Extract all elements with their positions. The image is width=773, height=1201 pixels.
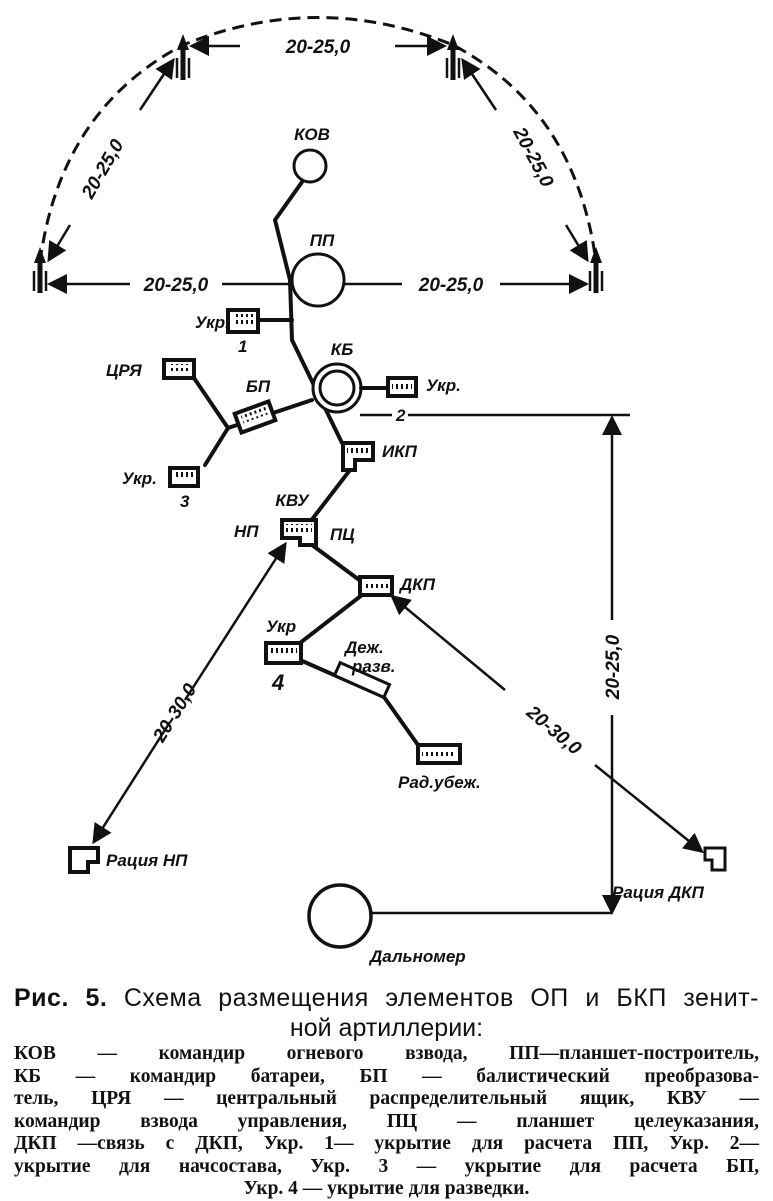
np-label: НП (234, 522, 259, 541)
ukr4-label: Укр (266, 617, 296, 636)
rad-ubezh-label: Рад.убеж. (398, 773, 481, 792)
rangefinder-circle (307, 883, 373, 949)
kvu-label: КВУ (275, 491, 310, 510)
legend-line: командир взвода управления, ПЦ — планшет… (14, 1110, 759, 1132)
radio-np-label: Рация НП (106, 851, 188, 870)
dim-dkp-link: 20-30,0 (521, 701, 585, 759)
razv-label: разв. (351, 657, 396, 676)
ukr3-label: Укр. (122, 469, 157, 488)
figure-number: Рис. 5. (14, 984, 108, 1012)
dezh-label: Деж. (343, 638, 384, 657)
cable-ikp-kvu (308, 468, 352, 524)
dim-right-h: 20-25,0 (418, 275, 484, 296)
ukr2-label: Укр. (426, 376, 461, 395)
pp-circle (290, 252, 346, 308)
hatch (270, 647, 297, 655)
ikp-label: ИКП (382, 442, 418, 461)
legend-line: КОВ — командир огневого взвода, ПП—планш… (14, 1043, 759, 1064)
dim-arrow (138, 57, 175, 111)
legend-line: ДКП —связь с ДКП, Укр. 1— укрытие для ра… (14, 1133, 759, 1154)
hatch (174, 472, 194, 479)
legend-line: укрытие для начсостава, Укр. 3 — укрытие… (14, 1155, 759, 1177)
kb-label: КБ (331, 340, 354, 359)
dim-right-arc: 20-25,0 (508, 123, 557, 191)
dkp-link-arrow (390, 594, 506, 691)
kov-circle (292, 148, 328, 184)
dim-arrow (461, 57, 498, 111)
duty-recon-post (332, 660, 392, 700)
hatch (347, 447, 369, 455)
bp-box (232, 398, 278, 436)
legend-line: тель, ЦРЯ — центральный распределительны… (14, 1088, 759, 1109)
gun-icon (447, 34, 459, 80)
legend-line: КБ — командир батареи, БП — балистически… (14, 1065, 759, 1087)
caption-title-line1: Рис. 5. Схема размещения элементов ОП и … (14, 984, 759, 1013)
dim-left-h: 20-25,0 (143, 275, 209, 296)
hatch (233, 314, 253, 324)
dim-top: 20-25,0 (285, 37, 351, 58)
kov-label: КОВ (294, 125, 330, 144)
cable-ukr4 (298, 593, 364, 645)
cable-crya-ukr3 (192, 376, 230, 467)
ukr3-number: 3 (180, 492, 190, 511)
dim-left-arc: 20-25,0 (78, 136, 129, 204)
hatch (422, 749, 456, 756)
rangefinder-label: Дальномер (368, 947, 466, 966)
radio-dkp-icon (703, 846, 727, 872)
ukr4-number: 4 (271, 670, 284, 695)
ukr2-number: 2 (395, 406, 406, 425)
np-link-arrow (183, 541, 287, 701)
gun-icon (590, 247, 602, 293)
np-link-arrow (92, 721, 172, 845)
dim-np-link: 20-30,0 (149, 680, 202, 747)
hatch (286, 524, 312, 532)
legend-line: Укр. 4 — укрытие для разведки. (243, 1178, 530, 1199)
hatch (392, 382, 412, 389)
dim-arrow (564, 224, 589, 263)
battery-layout-diagram: 20-25,0 20-25,0 20-25,0 20-25,0 20-25,0 … (0, 16, 727, 966)
figure-caption: Рис. 5. Схема размещения элементов ОП и … (14, 984, 759, 1201)
hatch (168, 364, 190, 371)
dim-vertical: 20-25,0 (603, 634, 624, 700)
kb-circle-inner (318, 369, 356, 407)
dkp-label: ДКП (398, 575, 436, 594)
ukr1-label: Укр. (195, 313, 230, 332)
pp-label: ПП (310, 231, 335, 250)
caption-title-text: Схема размещения элементов ОП и БКП зени… (123, 984, 759, 1012)
radio-dkp-label: Рация ДКП (612, 883, 705, 902)
hatch (364, 581, 388, 588)
caption-title-line2: ной артиллерии: (289, 1014, 484, 1042)
radio-np-icon (68, 846, 100, 874)
crya-label: ЦРЯ (106, 361, 142, 380)
fire-sector-arc (38, 16, 598, 263)
kvu-box (280, 518, 318, 547)
pc-label: ПЦ (330, 525, 355, 544)
gun-icon (177, 34, 189, 80)
dim-arrow (47, 224, 72, 263)
gun-icon (34, 247, 46, 293)
ukr1-number: 1 (238, 337, 247, 356)
bp-label: БП (246, 377, 271, 396)
cable-kvu-dkp (310, 543, 364, 584)
cable-main (273, 180, 344, 445)
